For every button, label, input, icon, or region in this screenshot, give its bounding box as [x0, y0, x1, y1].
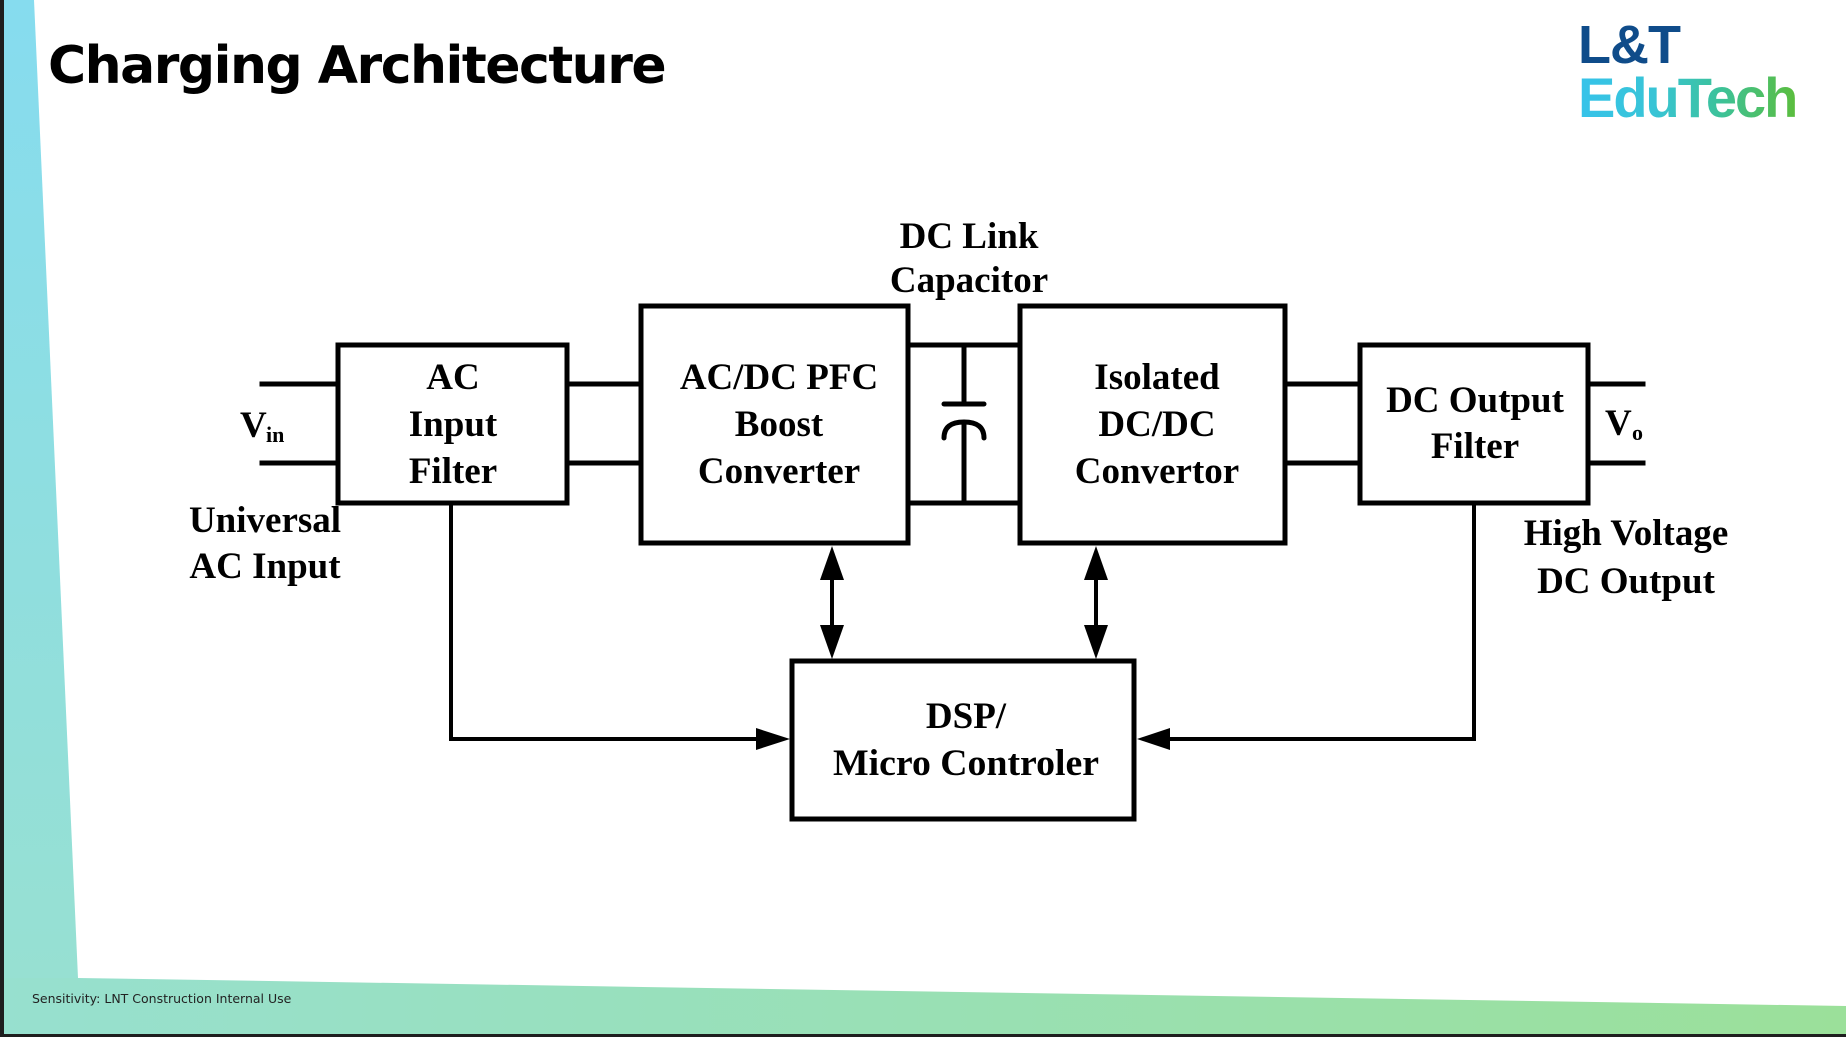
arrow-down-icon	[1084, 625, 1108, 659]
arrow-up-icon	[820, 546, 844, 580]
dc-link-caption-1: DC Link	[900, 216, 1039, 257]
controller-block	[789, 658, 1137, 822]
window-border-bottom	[0, 1034, 1846, 1037]
vo-label: V o	[1605, 403, 1643, 445]
slide-title: Charging Architecture	[48, 36, 667, 96]
vin-label: V in	[240, 405, 284, 447]
dc-output-filter-block	[1357, 342, 1591, 506]
feedback-line-output	[1144, 503, 1476, 741]
pfc-label-1: AC/DC PFC	[680, 357, 878, 398]
controller-label-2: Micro Controler	[833, 743, 1099, 784]
vo-main: V	[1605, 403, 1632, 444]
vin-subscript: in	[266, 422, 284, 447]
arrow-up-icon	[1084, 546, 1108, 580]
logo-line-lt: L&T	[1578, 15, 1681, 75]
brand-logo: L&T EduTech	[1578, 15, 1818, 129]
logo-line-edutech: EduTech	[1578, 66, 1798, 129]
vo-subscript: o	[1632, 420, 1643, 445]
window-border-left	[0, 0, 4, 1037]
input-caption-2: AC Input	[189, 546, 341, 587]
dcdc-label-2: DC/DC	[1098, 404, 1215, 445]
isolated-dcdc-block	[1017, 303, 1288, 546]
vin-main: V	[240, 405, 267, 446]
ac-input-filter-block	[335, 342, 570, 506]
output-filter-label-2: Filter	[1431, 426, 1519, 467]
controller-label-1: DSP/	[926, 696, 1007, 737]
dcdc-label-1: Isolated	[1094, 357, 1220, 398]
pfc-boost-converter-block	[638, 303, 911, 546]
pfc-label-3: Converter	[698, 451, 860, 492]
output-caption-1: High Voltage	[1524, 513, 1729, 554]
ac-filter-label-2: Input	[409, 404, 498, 445]
dcdc-label-3: Convertor	[1075, 451, 1239, 492]
arrow-right-icon	[756, 728, 790, 750]
dc-link-capacitor-icon	[941, 345, 987, 503]
dc-link-caption-2: Capacitor	[890, 260, 1048, 301]
bottom-accent-band	[4, 978, 1846, 1034]
pfc-label-2: Boost	[735, 404, 824, 445]
left-accent-band	[4, 0, 78, 978]
ac-filter-label-1: AC	[426, 357, 479, 398]
arrow-left-icon	[1137, 728, 1170, 750]
input-caption-1: Universal	[189, 500, 341, 541]
ac-filter-label-3: Filter	[409, 451, 497, 492]
output-filter-label-1: DC Output	[1386, 380, 1565, 421]
feedback-line-input	[449, 503, 782, 741]
arrow-down-icon	[820, 625, 844, 659]
sensitivity-label: Sensitivity: LNT Construction Internal U…	[32, 991, 292, 1006]
output-caption-2: DC Output	[1537, 561, 1716, 602]
